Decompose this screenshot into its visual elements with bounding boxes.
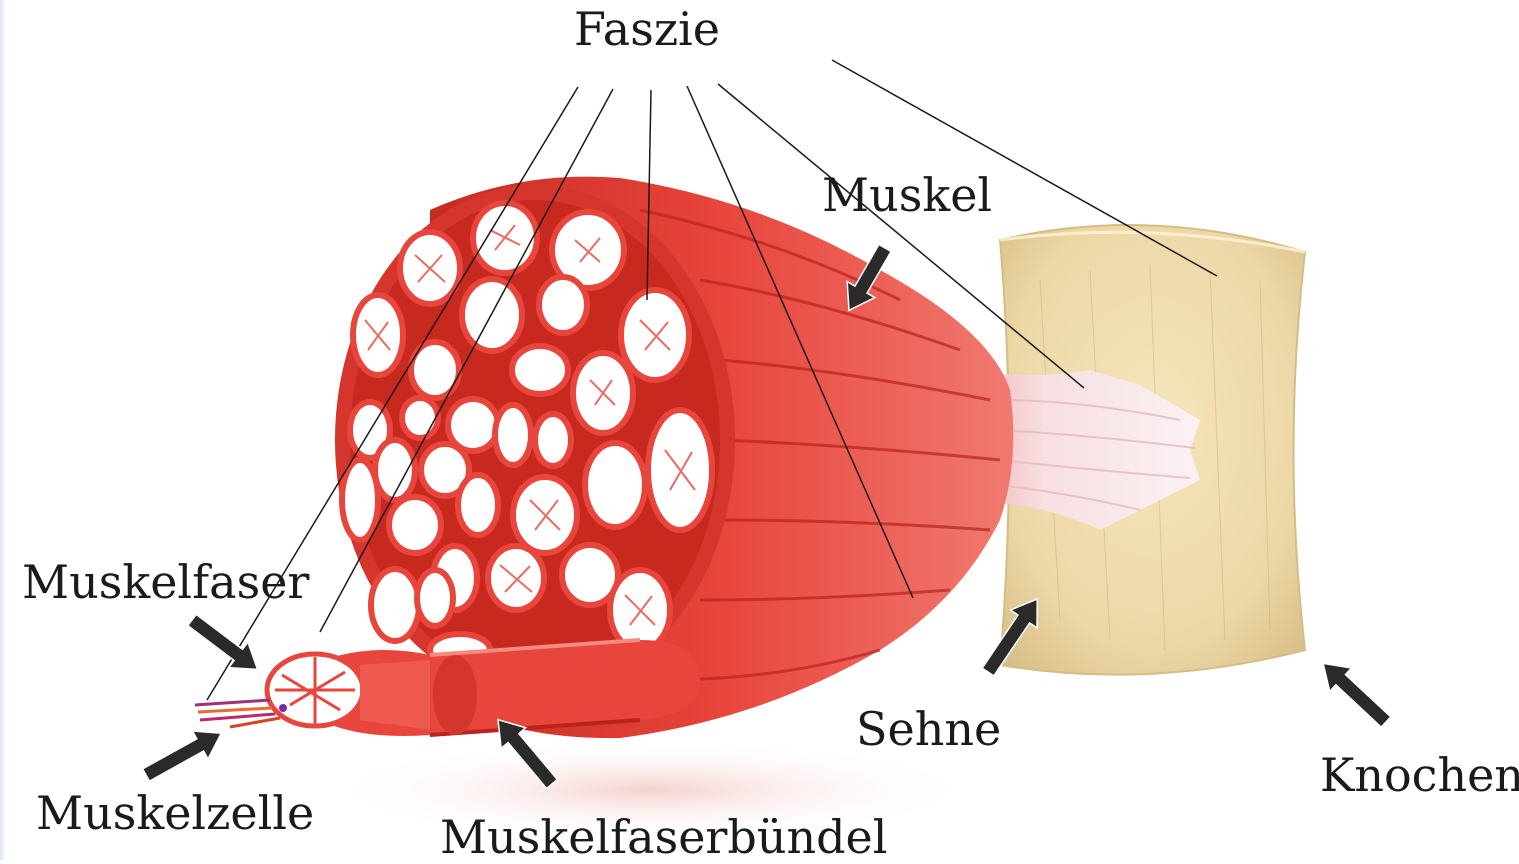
label-muskel: Muskel	[822, 172, 992, 218]
left-edge-strip	[0, 0, 6, 860]
muscle-cross-section	[335, 185, 735, 695]
label-muskelfaserbuendel: Muskelfaserbündel	[440, 814, 888, 860]
label-muskelzelle: Muskelzelle	[36, 790, 314, 836]
muskelzelle-arrow	[138, 719, 229, 789]
label-knochen: Knochen	[1320, 752, 1519, 798]
knochen-arrow	[1312, 652, 1397, 734]
fiber-bundle	[267, 640, 700, 736]
label-sehne: Sehne	[856, 706, 1001, 752]
label-faszie: Faszie	[574, 6, 720, 52]
label-muskelfaser: Muskelfaser	[22, 559, 309, 605]
